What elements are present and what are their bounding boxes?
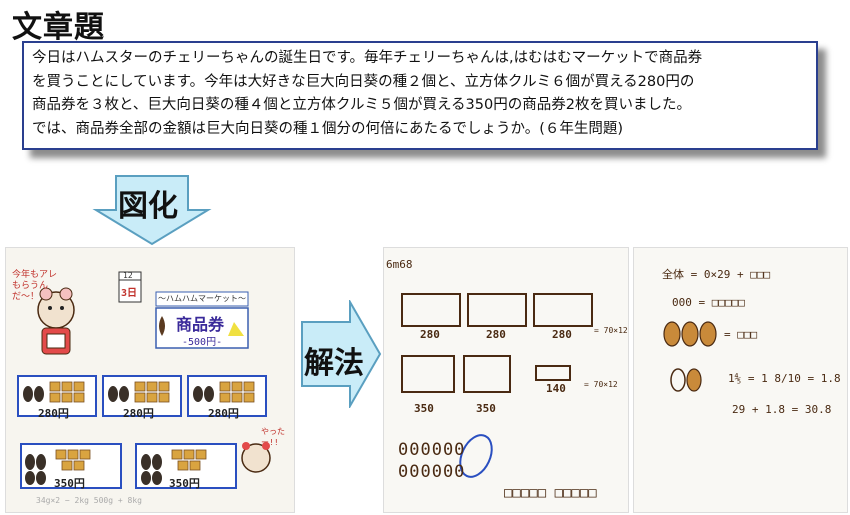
notebook-answer-photo: 全体 = 0×29 + □□□ 000 = □□□□□ = □□□ 1⅘ = 1…: [633, 247, 848, 513]
answer-line-1: 全体 = 0×29 + □□□: [662, 268, 771, 281]
footnote-text: 34g×2 − 2kg 500g + 8kg: [36, 496, 142, 505]
label-280: 280: [552, 328, 572, 341]
ticket-280-label: 280円: [208, 407, 239, 420]
notebook-header: 6m68: [386, 258, 413, 271]
right-arrow-icon: [301, 300, 382, 408]
ticket-title: 商品券: [176, 315, 225, 334]
svg-text:□□□□□ □□□□□: □□□□□ □□□□□: [504, 485, 597, 501]
label-280: 280: [486, 328, 506, 341]
equation-2: = 70×12: [584, 380, 618, 389]
hamster-cheer-icon: [241, 442, 271, 473]
ticket-350-label: 350円: [54, 477, 85, 490]
problem-line-2: を買うことにしています。今年は大好きな巨大向日葵の種２個と、立方体クルミ６個が買…: [32, 73, 695, 90]
solution-label: 解法: [304, 346, 364, 381]
equation-1: = 70×12: [594, 326, 628, 335]
notebook-answer-drawing: [663, 321, 717, 392]
seed-row-a: 000000: [398, 440, 466, 460]
calendar-month: 12: [123, 271, 133, 280]
label-280: 280: [420, 328, 440, 341]
label-350: 350: [414, 402, 434, 415]
answer-line-3: = □□□: [724, 328, 758, 341]
cheer-text: やったー!!: [261, 427, 285, 447]
market-sign: 〜ハムハムマーケット〜: [158, 294, 246, 303]
ticket-280-label: 280円: [38, 407, 69, 420]
ticket-280-label: 280円: [123, 407, 154, 420]
notebook-drawing: □□□□□ □□□□□: [401, 293, 597, 501]
diagram-photo: 今年もアレ もらうんだ〜！ 12 3日 〜ハムハムマーケット〜 商品券 -500…: [5, 247, 295, 513]
answer-line-2: 000 = □□□□□: [672, 296, 745, 309]
diagram-drawing: [17, 271, 271, 489]
seed-row-b: 000000: [398, 462, 466, 482]
answer-line-4: 1⅘ = 1 8/10 = 1.8: [728, 372, 841, 385]
notebook-solution-photo: □□□□□ □□□□□ 6m68 280 280 280 = 70×12 350…: [383, 247, 629, 513]
problem-box: 今日はハムスターのチェリーちゃんの誕生日です。毎年チェリーちゃんは,はむはむマー…: [22, 41, 818, 150]
label-140: 140: [546, 382, 566, 395]
problem-line-3: 商品券を３枚と、巨大向日葵の種４個と立方体クルミ５個が買える350円の商品券2枚…: [32, 97, 691, 113]
problem-line-1: 今日はハムスターのチェリーちゃんの誕生日です。毎年チェリーちゃんは,はむはむマー…: [32, 50, 703, 66]
speech-text: 今年もアレ もらうんだ〜！: [12, 270, 58, 302]
calendar-day: 3日: [121, 288, 138, 299]
page-title: 文章題: [12, 10, 105, 45]
label-350: 350: [476, 402, 496, 415]
problem-text: 今日はハムスターのチェリーちゃんの誕生日です。毎年チェリーちゃんは,はむはむマー…: [32, 47, 808, 141]
ticket-price: -500円-: [182, 337, 223, 348]
diagram-label: 図化: [118, 189, 178, 224]
ticket-350-label: 350円: [169, 477, 200, 490]
problem-line-4: では、商品券全部の金額は巨大向日葵の種１個分の何倍にあたるでしょうか。(６年生問…: [32, 120, 624, 137]
hamster-girl-icon: [37, 287, 75, 355]
answer-line-5: 29 + 1.8 = 30.8: [732, 403, 832, 416]
down-arrow-icon: [92, 175, 212, 246]
